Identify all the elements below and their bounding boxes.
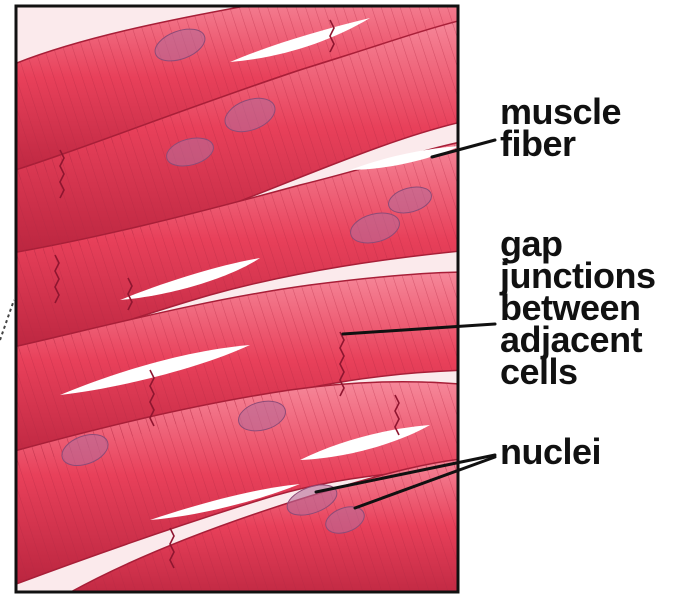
muscle-fiber-label: muscle fiber (500, 96, 621, 160)
label-line: nuclei (500, 436, 601, 468)
gap-junctions-label: gap junctions between adjacent cells (500, 228, 656, 388)
muscle-tissue (0, 0, 470, 604)
edge-mark (0, 300, 14, 340)
nuclei-label: nuclei (500, 436, 601, 468)
label-line: cells (500, 356, 656, 388)
label-line: fiber (500, 128, 621, 160)
